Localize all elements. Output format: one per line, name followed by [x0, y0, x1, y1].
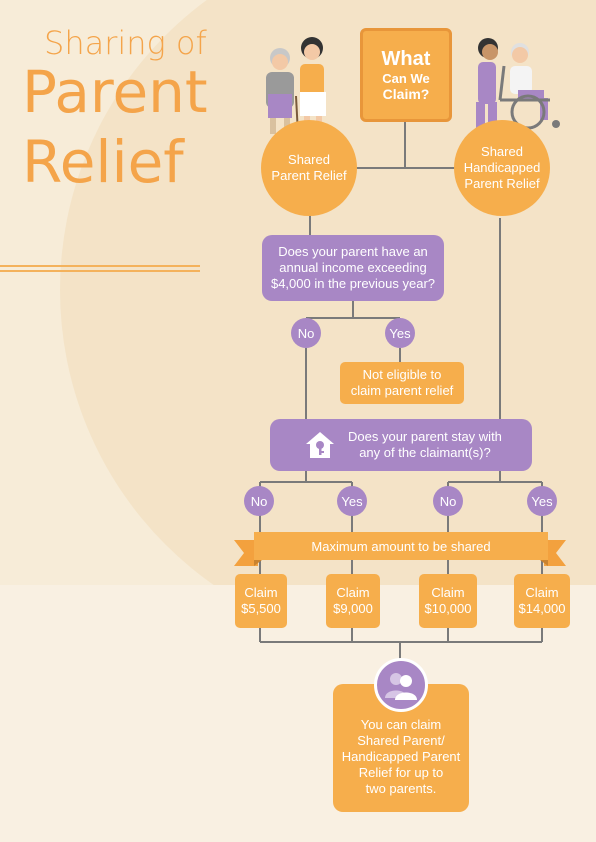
- claim-3-amount: $10,000: [424, 601, 472, 616]
- shared-parent-relief-circle: Shared Parent Relief: [261, 120, 357, 216]
- shared-handicapped-relief-circle: Shared Handicapped Parent Relief: [454, 120, 550, 216]
- q2-line-1: Does your parent stay with: [348, 429, 502, 444]
- claim-2-amount: $9,000: [333, 601, 373, 616]
- banner-band: [254, 532, 548, 560]
- title-line-2: Parent: [22, 58, 208, 126]
- not-eligible-line-2: claim parent relief: [350, 383, 454, 398]
- not-eligible-box: Not eligible to claim parent relief: [340, 362, 464, 404]
- shared-line-2: Parent Relief: [271, 168, 347, 183]
- claim-box-4: Claim $14,000: [514, 574, 570, 628]
- what-can-we-claim-box: What Can We Claim?: [360, 28, 452, 122]
- banner-right-tail: [544, 540, 566, 566]
- q2-line-2: any of the claimant(s)?: [359, 445, 491, 460]
- claim-1-label: Claim: [244, 585, 278, 600]
- final-line-2: Shared Parent/: [357, 733, 445, 748]
- final-line-4: Relief for up to: [358, 765, 444, 780]
- claim-3-label: Claim: [431, 585, 465, 600]
- house-key-icon: [306, 432, 334, 458]
- claim-1-amount: $5,500: [241, 601, 281, 616]
- people-icon: [385, 673, 417, 700]
- final-line-3: Handicapped Parent: [341, 749, 461, 764]
- not-eligible-line-1: Not eligible to: [362, 367, 442, 382]
- claim-box-2: Claim $9,000: [326, 574, 380, 628]
- answer-no-stay-2: No: [433, 486, 463, 516]
- final-line-5: two parents.: [365, 781, 437, 796]
- answer-yes-income: Yes: [385, 318, 415, 348]
- claim-2-label: Claim: [336, 585, 370, 600]
- claim-4-label: Claim: [525, 585, 559, 600]
- claim-box-1: Claim $5,500: [235, 574, 287, 628]
- q1-line-3: $4,000 in the previous year?: [270, 276, 436, 291]
- answer-no-stay-1: No: [244, 486, 274, 516]
- banner-text: Maximum amount to be shared: [311, 538, 491, 554]
- handicapped-line-1: Shared: [481, 144, 523, 159]
- what-line-1: What: [381, 48, 431, 70]
- answer-no-income: No: [291, 318, 321, 348]
- title-line-3: Relief: [22, 128, 184, 196]
- shared-line-1: Shared: [288, 152, 330, 167]
- handicapped-line-2: Handicapped: [463, 160, 541, 175]
- people-icon-circle: [374, 658, 428, 712]
- answer-yes-stay-2: Yes: [527, 486, 557, 516]
- what-line-2: Can We: [382, 71, 430, 86]
- title-line-1: Sharing of: [44, 24, 207, 62]
- banner-left-tail: [234, 540, 258, 566]
- stay-question-box: Does your parent stay with any of the cl…: [270, 419, 532, 471]
- what-line-3: Claim?: [382, 86, 430, 102]
- wheelchair-illustration: [476, 38, 560, 130]
- q1-line-1: Does your parent have an: [278, 244, 428, 259]
- answer-yes-stay-1: Yes: [337, 486, 367, 516]
- final-line-1: You can claim: [360, 717, 442, 732]
- handicapped-line-3: Parent Relief: [464, 176, 540, 191]
- income-question-box: Does your parent have an annual income e…: [262, 235, 444, 301]
- claim-4-amount: $14,000: [518, 601, 566, 616]
- q1-line-2: annual income exceeding: [279, 260, 427, 275]
- claim-box-3: Claim $10,000: [419, 574, 477, 628]
